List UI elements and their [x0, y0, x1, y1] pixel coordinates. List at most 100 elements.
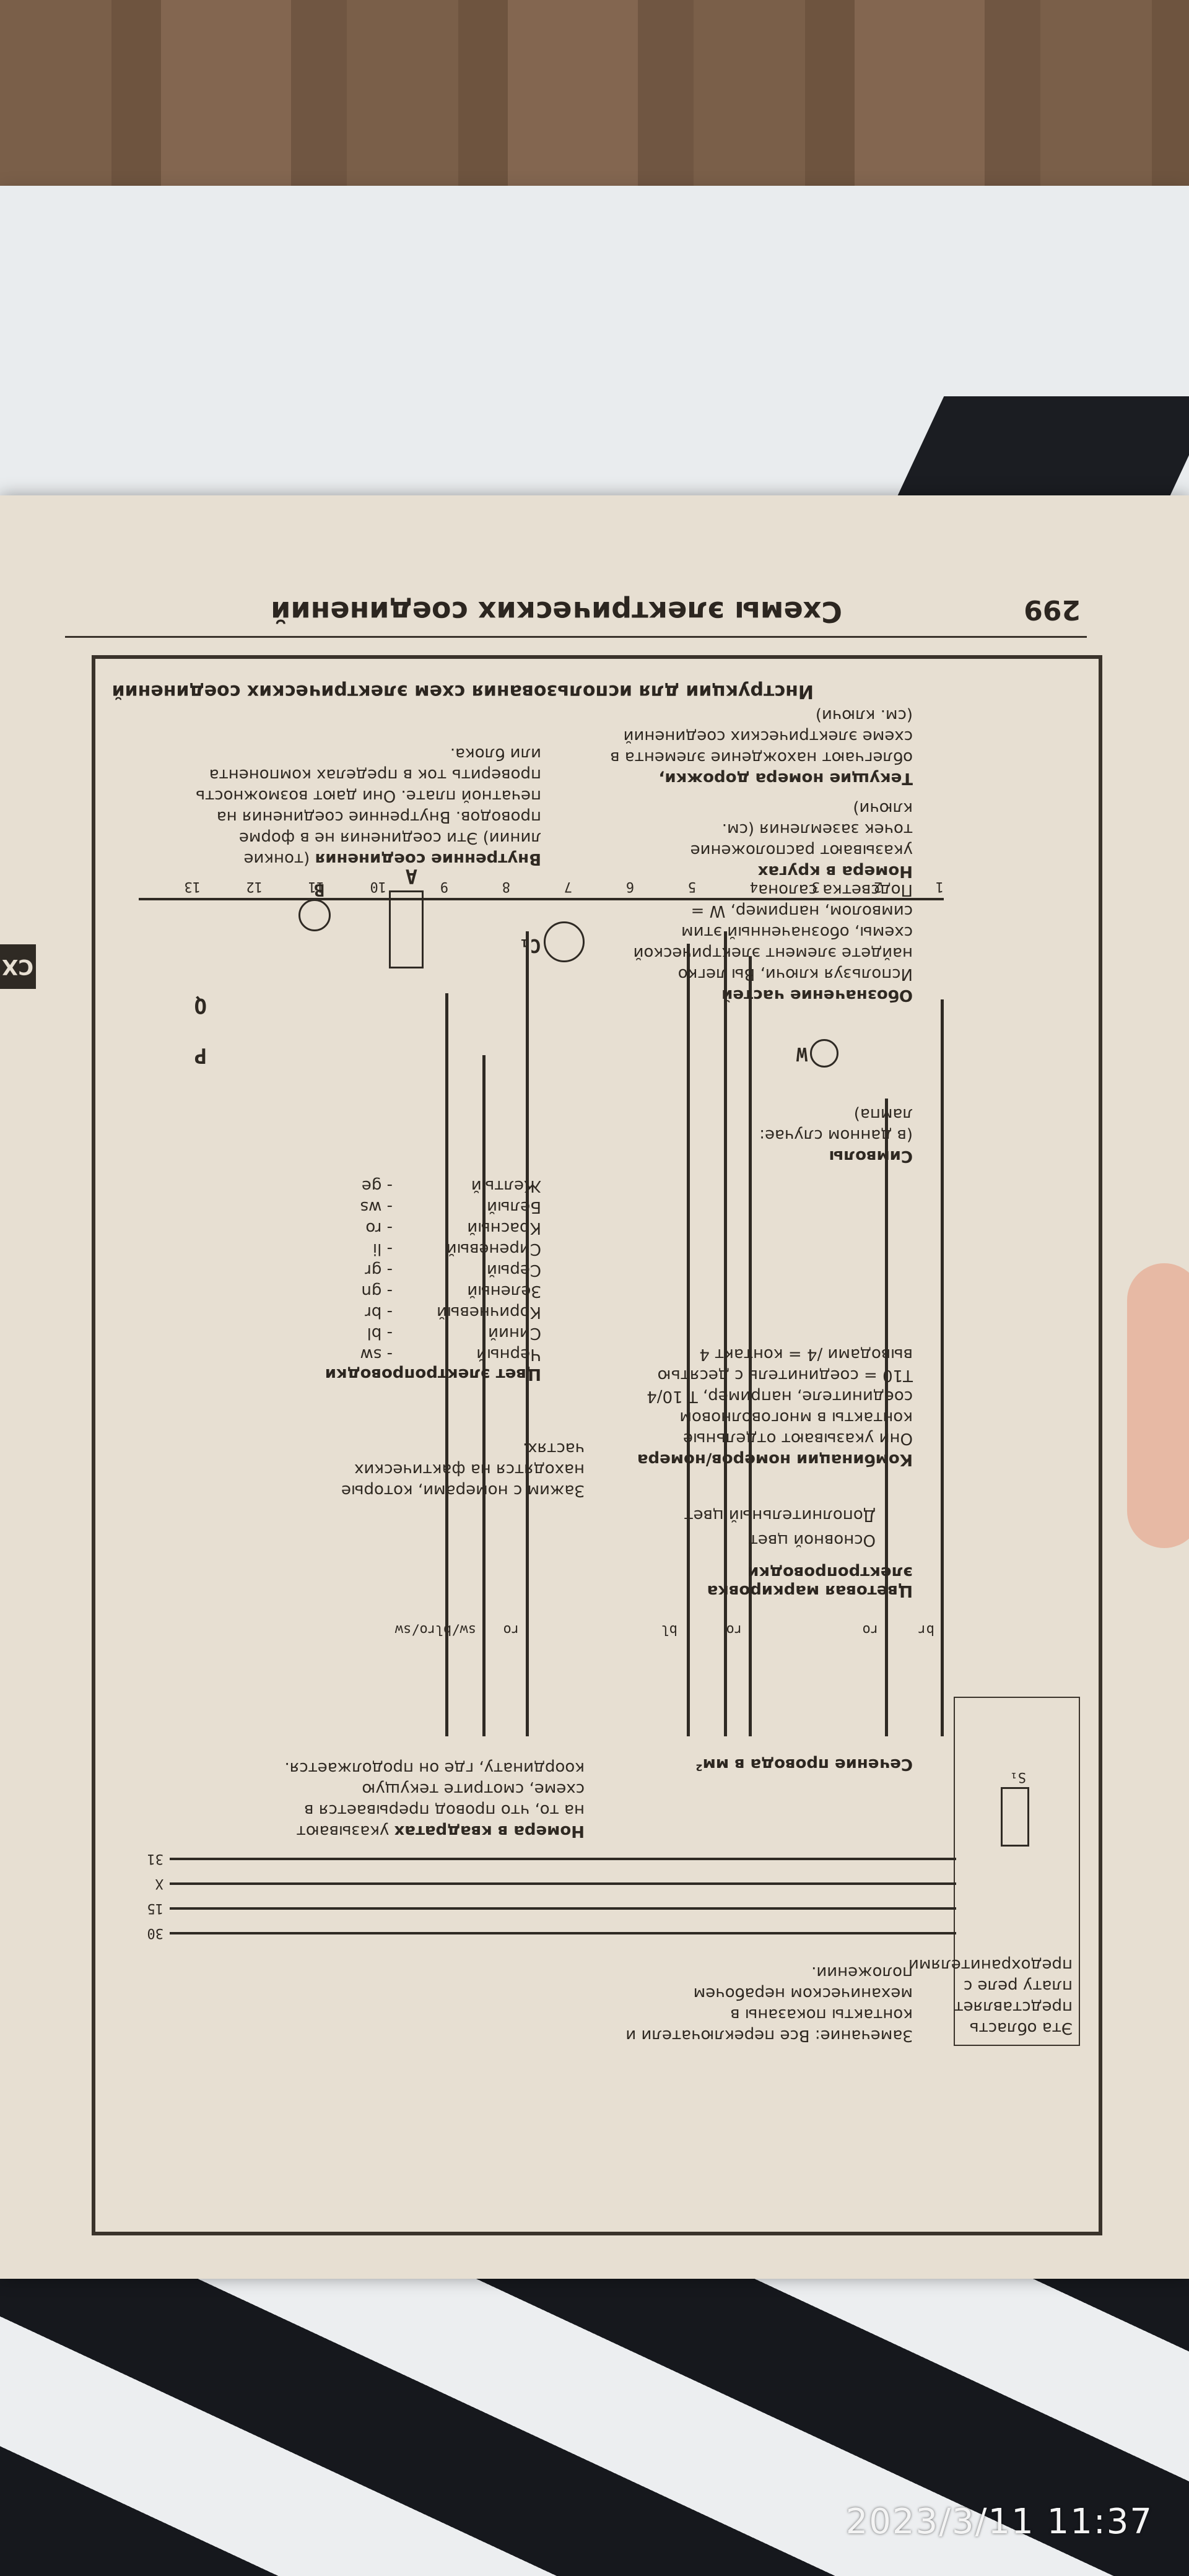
lamp-label: W [796, 1043, 808, 1064]
track-text: облегчают нахождение элемента в схеме эл… [610, 706, 913, 767]
internal-note: Внутренние соединения (тонкие линии) Эти… [194, 743, 541, 869]
wire-label-ro: ro [862, 1622, 879, 1637]
symbols-text: (в данном случае: лампа) [759, 1105, 913, 1144]
track-number: 4 [749, 879, 758, 894]
internal-title: Внутренние соединения [315, 850, 541, 868]
bus-label-31: 31 [147, 1851, 164, 1866]
circles-text: указывают расположение точек заземления … [690, 799, 913, 859]
color-name: Синий [488, 1324, 541, 1342]
combo-title: Комбинации номеров/номера [637, 1450, 913, 1469]
header-rule [65, 636, 1087, 638]
page-content-rotated: 299 Схемы электрических соединений Инстр… [0, 495, 1189, 2279]
bus-30 [170, 1932, 956, 1934]
wire-color-title: Цвет электропроводки [324, 1365, 541, 1383]
color-name: Зеленый [467, 1282, 541, 1300]
color-row: Красный - ro [281, 1217, 541, 1238]
color-code: - ge [361, 1177, 393, 1195]
squares-title: Номера в квадратах [394, 1822, 585, 1840]
color-row: Белый - ws [281, 1196, 541, 1217]
diagram-frame: Инструкции для использования схем электр… [92, 655, 1102, 2235]
color-name: Сиреневый [446, 1240, 541, 1258]
track-number: 9 [440, 879, 448, 894]
color-code: - gr [365, 1261, 393, 1279]
clamps-note: Зажим с номерами, которые находятся на ф… [341, 1439, 585, 1500]
color-row: Зеленый - gn [281, 1281, 541, 1302]
fuse-label: S₁ [1009, 1769, 1027, 1785]
switch-p-label: P [194, 1043, 207, 1068]
color-code: - bl [367, 1324, 393, 1342]
track-number: 11 [308, 879, 325, 894]
track-number: 6 [625, 879, 634, 894]
wire-track-1 [941, 999, 944, 1736]
color-marking-main: Основной цвет [748, 1531, 876, 1549]
color-code: - sw [360, 1345, 393, 1364]
color-code: - ro [365, 1219, 393, 1237]
symbols-title: Символы [829, 1147, 913, 1165]
parts-text: Используя ключи, Вы легко найдете элемен… [633, 881, 913, 983]
switch-q-label: Q [194, 993, 207, 1018]
track-number: 10 [370, 879, 387, 894]
wire-label-rosw: ro/sw [394, 1622, 436, 1637]
color-code: - gn [361, 1282, 393, 1300]
bus-label-x: X [155, 1876, 163, 1891]
wire-label-ro-2: ro [726, 1622, 743, 1637]
track-number: 7 [564, 879, 572, 894]
track-number: 2 [873, 879, 882, 894]
color-name: Серый [486, 1261, 541, 1279]
wire-section-title: Сечение провода в мм² [695, 1755, 913, 1773]
battery-symbol [389, 890, 424, 968]
relay-board: Эта область представляет плату реле с пр… [908, 1697, 1080, 2046]
color-row: Синий - bl [281, 1323, 541, 1344]
color-code: - li [372, 1240, 393, 1258]
motor-symbol [298, 899, 331, 931]
running-title: Схемы электрических соединений [271, 595, 842, 629]
color-code: - ws [360, 1198, 393, 1216]
squares-note: Номера в квадратах указывают на то, что … [275, 1757, 585, 1842]
color-row: Серый - gr [281, 1260, 541, 1281]
wire-track-4 [724, 931, 727, 1736]
bus-label-30: 30 [147, 1925, 164, 1941]
wire-label-swbl: sw/bl [435, 1622, 476, 1637]
symbols-note: Символы (в данном случае: лампа) [727, 1103, 913, 1167]
color-row: Желтый- ge [281, 1175, 541, 1196]
parts-title: Обозначение частей [721, 986, 913, 1004]
bus-31 [170, 1858, 956, 1860]
section-tab-label: СХ [2, 954, 34, 979]
wire-label-ro-3: ro [503, 1622, 520, 1637]
color-marking-extra: Дополнительный цвет [684, 1506, 876, 1525]
lamp-symbol [810, 1039, 838, 1068]
photo-timestamp: 2023/3/11 11:37 [845, 2502, 1153, 2542]
book-page: 299 Схемы электрических соединений Инстр… [0, 495, 1189, 2279]
bus-15 [170, 1907, 956, 1910]
bus-label-15: 15 [147, 1900, 164, 1916]
wire-label-br: br [918, 1622, 935, 1637]
bus-x [170, 1882, 956, 1885]
frame-title: Инструкции для использования схем электр… [111, 681, 814, 702]
combo-note: Комбинации номеров/номера Они указывают … [628, 1344, 913, 1470]
track-number: 5 [687, 879, 696, 894]
remark-note: Замечание: Все переключатели и контакты … [625, 1963, 913, 2045]
wire-label-bl: bl [661, 1622, 678, 1637]
color-marking-title: Цветовая маркировка электропроводки [707, 1563, 913, 1600]
wire-track-5 [687, 944, 690, 1736]
color-row: Черный - sw [281, 1344, 541, 1365]
wire-color-legend: Цвет электропроводки Черный - sw Синий - bl… [281, 1175, 541, 1383]
track-axis [139, 898, 944, 900]
color-name: Белый [487, 1198, 541, 1216]
track-title: Текущие номера дорожки, [658, 769, 913, 788]
color-name: Черный [476, 1345, 541, 1364]
combo-text: Они указывают отдельные контакты в много… [647, 1345, 913, 1448]
track-note: Текущие номера дорожки, облегчают нахожд… [591, 705, 913, 789]
track-number: 8 [502, 879, 510, 894]
color-name: Коричневый [437, 1303, 541, 1321]
track-number: 3 [811, 879, 820, 894]
color-row: Коричневый - br [281, 1302, 541, 1323]
color-row: Сиреневый - li [281, 1238, 541, 1260]
color-name: Красный [467, 1219, 541, 1237]
section-tab: СХ [0, 944, 36, 989]
track-number: 12 [246, 879, 263, 894]
striped-surface [0, 2260, 1189, 2576]
color-code: - br [365, 1303, 393, 1321]
